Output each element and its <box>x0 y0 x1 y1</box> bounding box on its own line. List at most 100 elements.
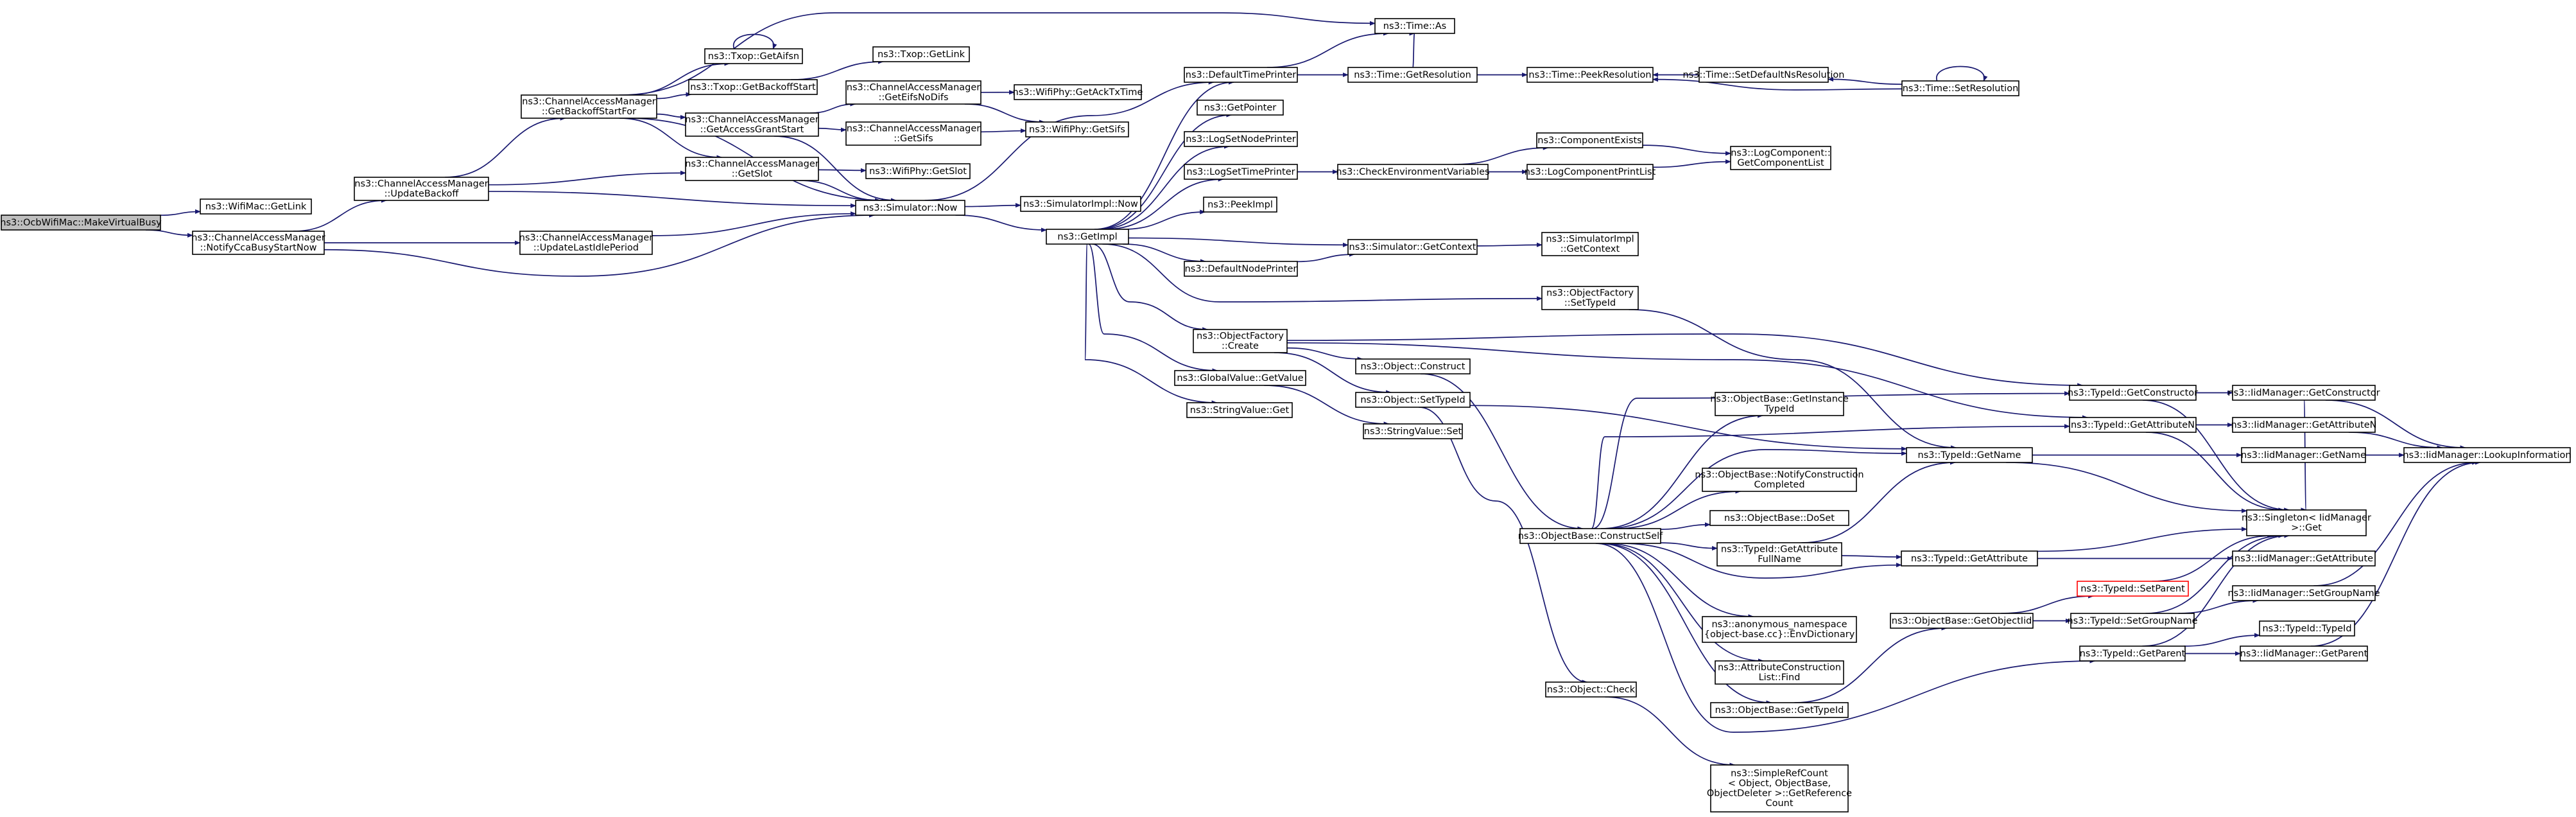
function-node[interactable]: ns3::ObjectFactory::SetTypeId <box>1541 286 1639 310</box>
node-box <box>1901 80 2019 96</box>
function-node[interactable]: ns3::LogComponentPrintList <box>1525 164 1656 180</box>
node-label: ns3::CheckEnvironmentVariables <box>1336 167 1489 177</box>
function-node[interactable]: ns3::Txop::GetLink <box>872 46 970 62</box>
function-node[interactable]: ns3::Simulator::GetContext <box>1347 239 1478 255</box>
function-node[interactable]: ns3::ObjectFactory::Create <box>1193 329 1288 353</box>
node-label: ns3::ChannelAccessManager <box>191 233 325 243</box>
function-node[interactable]: ns3::LogSetTimePrinter <box>1184 164 1298 180</box>
function-node[interactable]: ns3::Time::PeekResolution <box>1526 67 1654 83</box>
function-node[interactable]: ns3::LogComponent::GetComponentList <box>1730 146 1831 170</box>
node-label: ns3::TypeId::GetConstructor <box>2068 388 2198 398</box>
function-node[interactable]: ns3::Time::As <box>1374 18 1455 34</box>
function-node[interactable]: ns3::SimulatorImpl::GetContext <box>1541 232 1639 256</box>
function-node[interactable]: ns3::ObjectBase::GetObjectIid <box>1890 613 2034 629</box>
function-node[interactable]: ns3::Singleton< IidManager >::Get <box>2242 509 2371 536</box>
node-box <box>855 200 965 216</box>
function-node[interactable]: ns3::IidManager::GetName <box>2241 447 2366 463</box>
function-node[interactable]: ns3::TypeId::GetAttribute <box>1901 550 2038 567</box>
node-label: ns3::Time::GetResolution <box>1354 70 1471 80</box>
function-node[interactable]: ns3::LogSetNodePrinter <box>1184 131 1298 147</box>
function-node[interactable]: ns3::StringValue::Get <box>1186 402 1293 418</box>
function-node[interactable]: ns3::WifiPhy::GetAckTxTime <box>1013 84 1143 100</box>
call-edge <box>1591 424 2070 529</box>
function-node[interactable]: ns3::IidManager::SetGroupName <box>2227 585 2380 601</box>
node-label: ns3::IidManager::GetConstructor <box>2227 388 2380 398</box>
node-label: ::GetContext <box>1560 244 1620 254</box>
node-label: ::GetSifs <box>894 134 933 144</box>
node-label: ns3::OcbWifiMac::MakeVirtualBusy <box>0 218 162 228</box>
function-node[interactable]: ns3::IidManager::GetParent <box>2240 646 2368 662</box>
function-node[interactable]: ns3::TypeId::GetParent <box>2079 646 2186 662</box>
function-node[interactable]: ns3::Txop::GetAifsn <box>704 48 803 64</box>
function-node[interactable]: ns3::IidManager::GetAttributeN <box>2231 417 2377 433</box>
call-edge <box>1454 145 1549 165</box>
node-label: ns3::WifiPhy::GetSifs <box>1029 125 1125 135</box>
function-node[interactable]: ns3::TypeId::GetAttributeN <box>2069 417 2197 433</box>
function-node[interactable]: ns3::Time::GetResolution <box>1347 67 1478 83</box>
function-node[interactable]: ns3::WifiPhy::GetSifs <box>1025 121 1129 137</box>
function-node[interactable]: ns3::CheckEnvironmentVariables <box>1336 164 1490 180</box>
function-node[interactable]: ns3::anonymous_namespace{object-base.cc}… <box>1702 616 1857 643</box>
function-node[interactable]: ns3::ObjectBase::GetTypeId <box>1710 702 1849 718</box>
function-node[interactable]: ns3::TypeId::GetName <box>1906 447 2033 463</box>
function-node[interactable]: ns3::ChannelAccessManager::GetSifs <box>845 121 981 146</box>
function-node[interactable]: ns3::ChannelAccessManager::UpdateBackoff <box>354 177 489 201</box>
function-node[interactable]: ns3::SimulatorImpl::Now <box>1020 196 1141 212</box>
function-node[interactable]: ns3::DefaultTimePrinter <box>1184 67 1298 83</box>
function-node[interactable]: ns3::IidManager::GetAttribute <box>2232 550 2376 567</box>
function-node[interactable]: ns3::Object::Check <box>1545 681 1637 698</box>
function-node[interactable]: ns3::Simulator::Now <box>855 200 965 216</box>
function-node[interactable]: ns3::WifiMac::GetLink <box>200 198 312 215</box>
function-node[interactable]: ns3::ChannelAccessManager::GetEifsNoDifs <box>845 80 981 105</box>
function-node[interactable]: ns3::Object::SetTypeId <box>1355 392 1471 408</box>
function-node[interactable]: ns3::Object::Construct <box>1355 358 1471 374</box>
function-node[interactable]: ns3::ChannelAccessManager::GetSlot <box>685 157 819 181</box>
function-node[interactable]: ns3::WifiPhy::GetSlot <box>865 163 971 179</box>
node-box <box>1702 616 1857 643</box>
function-node[interactable]: ns3::DefaultNodePrinter <box>1184 261 1298 277</box>
function-node[interactable]: ns3::SimpleRefCount< Object, ObjectBase,… <box>1707 764 1852 813</box>
function-node[interactable]: ns3::TypeId::TypeId <box>2259 620 2355 637</box>
call-edge <box>1102 243 1543 303</box>
node-label: ::UpdateLastIdlePeriod <box>533 243 639 253</box>
node-label: ns3::Time::PeekResolution <box>1528 70 1651 80</box>
function-node[interactable]: ns3::ComponentExists <box>1536 132 1643 148</box>
function-node[interactable]: ns3::ChannelAccessManager::GetAccessGran… <box>685 112 819 137</box>
function-node[interactable]: ns3::ChannelAccessManager::GetBackoffSta… <box>521 94 657 119</box>
node-label: ns3::ChannelAccessManager <box>519 233 653 243</box>
function-node[interactable]: ns3::IidManager::LookupInformation <box>2403 447 2572 463</box>
call-edge <box>1794 626 1948 703</box>
node-box <box>688 79 818 95</box>
function-node[interactable]: ns3::ChannelAccessManager::NotifyCcaBusy… <box>191 231 325 255</box>
node-label: ns3::IidManager::GetAttributeN <box>2231 420 2376 430</box>
call-edge <box>488 170 686 186</box>
call-edge <box>1274 352 1392 395</box>
function-node[interactable]: ns3::PeekImpl <box>1203 197 1277 213</box>
function-node[interactable]: ns3::StringValue::Set <box>1363 423 1463 439</box>
function-node[interactable]: ns3::Time::SetDefaultNsResolution <box>1683 67 1845 83</box>
node-box <box>1519 528 1661 544</box>
function-node[interactable]: ns3::TypeId::GetConstructor <box>2068 385 2198 401</box>
function-node[interactable]: ns3::ObjectBase::DoSet <box>1709 510 1849 526</box>
call-edge <box>656 113 686 120</box>
function-node[interactable]: ns3::TypeId::SetGroupName <box>2067 613 2198 629</box>
function-node[interactable]: ns3::IidManager::GetConstructor <box>2227 385 2380 401</box>
function-node[interactable]: ns3::Time::SetResolution <box>1901 80 2019 96</box>
call-edge <box>1105 177 1224 230</box>
call-edge <box>1084 243 1218 405</box>
function-node[interactable]: ns3::ObjectBase::ConstructSelf <box>1518 528 1663 544</box>
call-edge <box>656 92 692 100</box>
call-edge <box>1828 76 1903 85</box>
node-label: ns3::TypeId::GetParent <box>2080 649 2186 659</box>
function-node[interactable]: ns3::GlobalValue::GetValue <box>1174 370 1306 386</box>
function-node[interactable]: ns3::ChannelAccessManager::UpdateLastIdl… <box>519 231 653 255</box>
function-node[interactable]: ns3::GetPointer <box>1197 100 1284 116</box>
function-node[interactable]: ns3::ObjectBase::NotifyConstructionCompl… <box>1695 468 1864 492</box>
function-node[interactable]: ns3::OcbWifiMac::MakeVirtualBusy <box>0 215 162 231</box>
function-node[interactable]: ns3::Txop::GetBackoffStart <box>688 79 818 95</box>
function-node[interactable]: ns3::GetImpl <box>1046 229 1129 245</box>
function-node[interactable]: ns3::TypeId::SetParent <box>2077 581 2189 597</box>
